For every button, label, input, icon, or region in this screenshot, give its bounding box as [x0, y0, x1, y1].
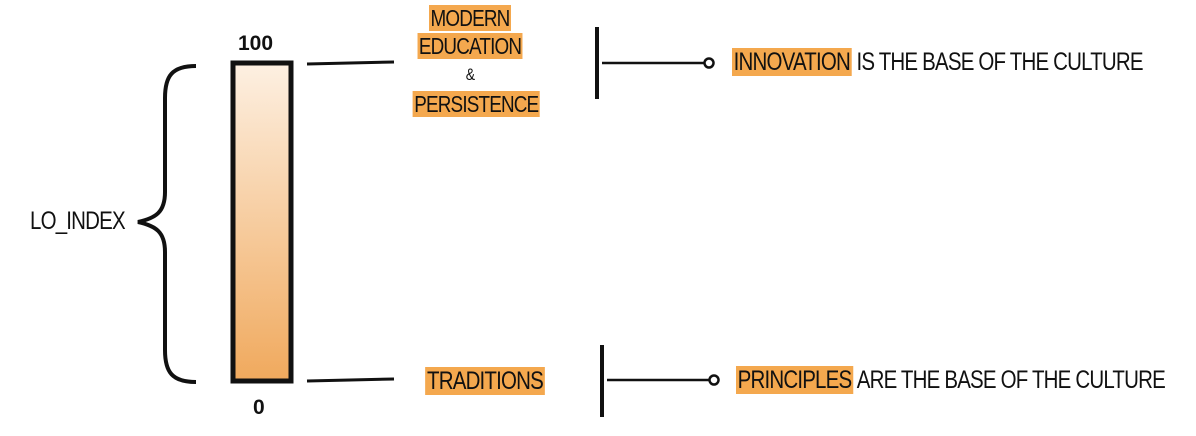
result-innovation: INNOVATION: [732, 48, 852, 76]
top-connector-line: [306, 60, 395, 66]
result-principles-rest: ARE THE BASE OF THE CULTURE: [852, 366, 1166, 394]
label-persistence: PERSISTENCE: [412, 91, 540, 117]
top-result-text: INNOVATION IS THE BASE OF THE CULTURE: [732, 47, 1144, 77]
gradient-scale-bar: [230, 60, 294, 384]
bottom-arrow-end-circle: [708, 374, 720, 386]
curly-brace: [137, 64, 197, 384]
label-ampersand: &: [465, 65, 475, 84]
top-arrow-end-circle: [703, 57, 715, 69]
scale-max-label: 100: [238, 32, 274, 55]
top-label-group: MODERN EDUCATION & PERSISTENCE: [400, 4, 540, 118]
scale-min-label: 0: [253, 396, 265, 419]
label-education: EDUCATION: [417, 33, 523, 59]
label-modern: MODERN: [428, 5, 512, 31]
axis-label: LO_INDEX: [30, 207, 126, 235]
label-traditions: TRADITIONS: [425, 367, 545, 395]
bottom-result-text: PRINCIPLES ARE THE BASE OF THE CULTURE: [736, 365, 1166, 395]
bottom-label-group: TRADITIONS: [410, 366, 560, 396]
result-innovation-rest: IS THE BASE OF THE CULTURE: [851, 48, 1143, 76]
bottom-connector-line: [306, 377, 395, 383]
result-principles: PRINCIPLES: [736, 366, 853, 394]
